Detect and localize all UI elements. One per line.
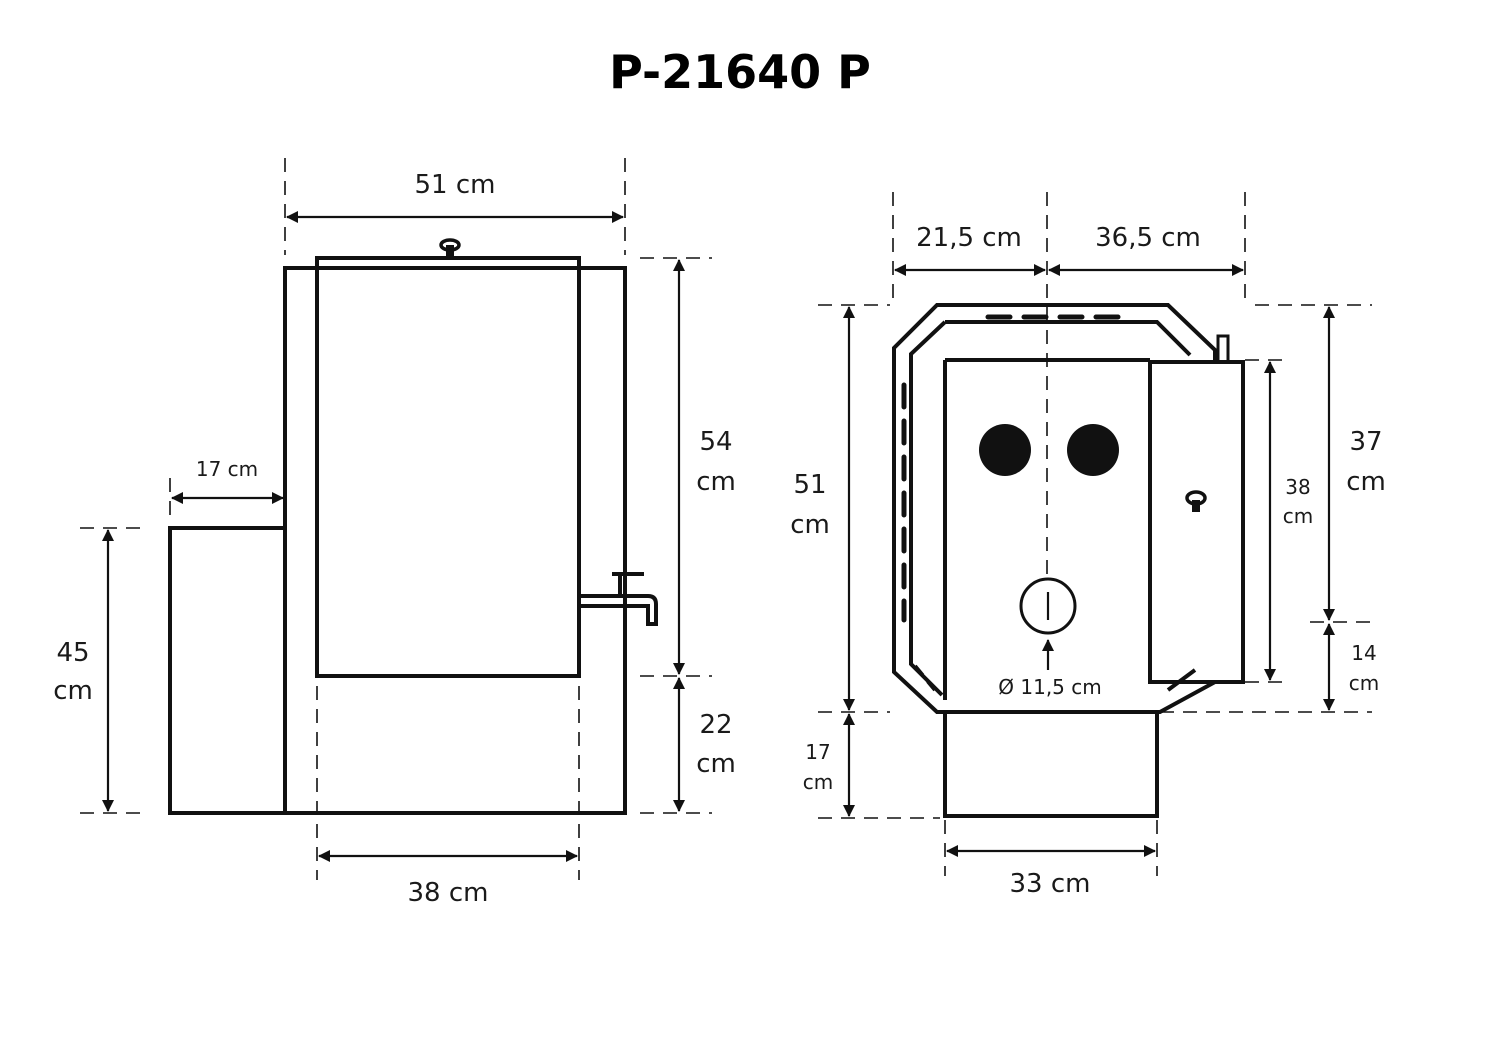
side-box [168,526,287,815]
faucet-icon [579,572,658,626]
dim-height-upper: 54 [699,427,732,457]
dim-right-upper-unit: cm [1346,467,1386,497]
page-title: P-21640 P [609,45,871,99]
dim-side-box-height-unit: cm [53,676,93,706]
dim-width-top: 51 cm [415,170,496,200]
side-tank [1148,360,1245,684]
dim-total-depth-unit: cm [790,510,830,540]
dim-bottom-width: 38 cm [408,878,489,908]
dim-tank-height-unit: cm [1283,504,1313,528]
top-view: Ø 11,5 cm 21,5 cm 36,5 cm 51 cm 38 cm [790,192,1386,899]
stove-body [892,303,1217,714]
dim-left-width: 21,5 cm [916,223,1022,253]
pipe-icon [1216,334,1230,364]
dim-height-lower: 22 [699,710,732,740]
stone-hole-left [979,424,1031,476]
dim-right-lower-unit: cm [1349,671,1379,695]
tank-knob-icon [1185,490,1207,512]
stone-hole-right [1067,424,1119,476]
dim-door-width: 33 cm [1010,869,1091,899]
dim-door-height: 17 [805,740,830,764]
chimney-circle [1019,577,1077,635]
dim-door-height-unit: cm [803,770,833,794]
dim-chimney-diameter: Ø 11,5 cm [998,675,1101,699]
firebox-door [943,710,1159,818]
dim-tank-height: 38 [1285,475,1310,499]
dim-side-box-width: 17 cm [196,457,258,481]
side-view: 51 cm 54 cm 22 cm 17 cm 45 cm 38 cm [53,158,736,908]
dim-side-box-height: 45 [56,638,89,668]
dim-right-width: 36,5 cm [1095,223,1201,253]
heater-body [283,266,627,815]
dim-height-lower-unit: cm [696,749,736,779]
dim-right-lower: 14 [1351,641,1376,665]
lid-knob-icon [439,238,461,259]
dim-right-upper: 37 [1349,427,1382,457]
dim-height-upper-unit: cm [696,467,736,497]
water-tank [315,256,581,678]
dim-total-depth: 51 [793,470,826,500]
